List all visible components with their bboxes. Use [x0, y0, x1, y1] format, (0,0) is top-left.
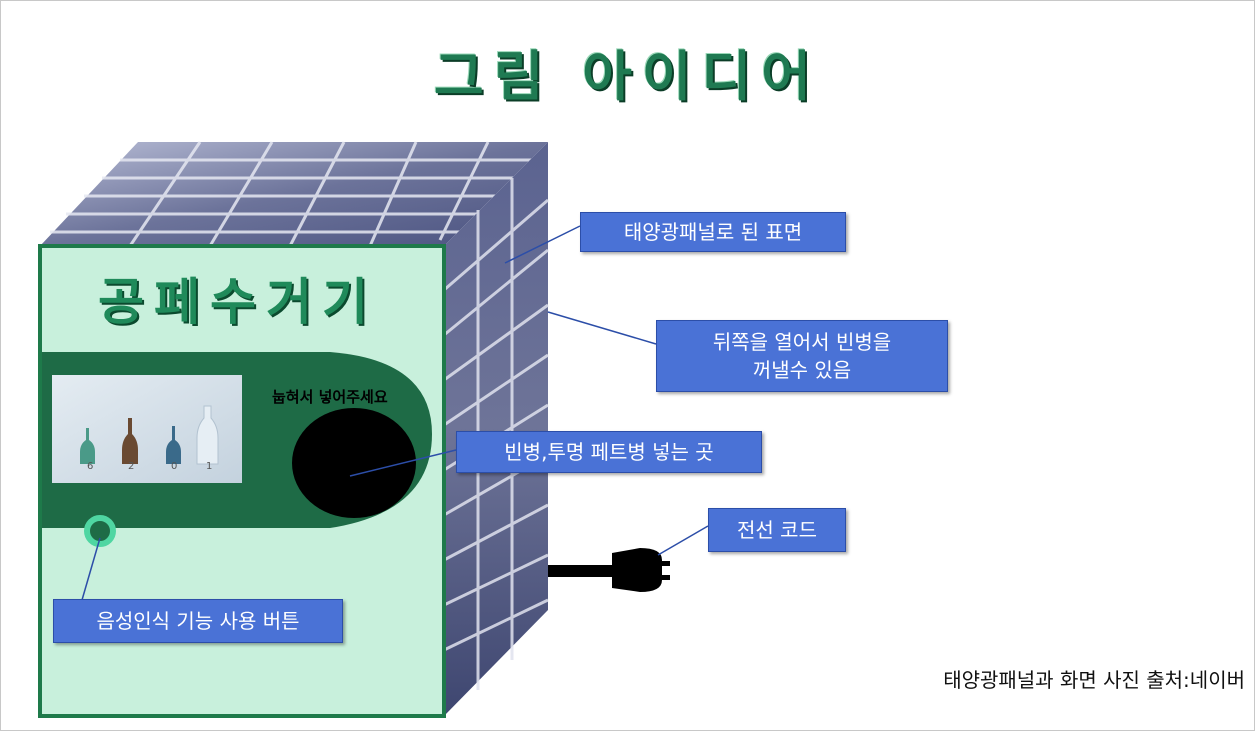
- callout-leaders: [81, 225, 709, 601]
- callout-power-cord: 전선 코드: [708, 508, 846, 552]
- solar-panel-top: [40, 141, 548, 247]
- power-cord: [548, 548, 670, 592]
- callout-back-open-line-2: 꺼낼수 있음: [752, 358, 852, 382]
- callout-back-open: 뒤쪽을 열어서 빈병을 꺼낼수 있음: [656, 320, 948, 392]
- voice-button[interactable]: [84, 515, 116, 547]
- bottle-count-4: 1: [206, 461, 213, 472]
- callout-back-open-line-1: 뒤쪽을 열어서 빈병을: [712, 330, 892, 354]
- bottle-count-3: 0: [171, 461, 178, 472]
- source-credit: 태양광패널과 화면 사진 출처:네이버: [943, 668, 1245, 692]
- bottle-slot[interactable]: [292, 408, 416, 518]
- bottle-count-2: 2: [128, 461, 135, 472]
- bottle-screen: [52, 375, 242, 483]
- slot-instruction: 눕혀서 넣어주세요: [272, 388, 388, 406]
- callout-solar-surface: 태양광패널로 된 표면: [580, 212, 846, 252]
- callout-slot: 빈병,투명 페트병 넣는 곳: [456, 431, 762, 473]
- page-title: 그림 아이디어: [434, 45, 821, 108]
- machine-title: 공페수거기: [98, 273, 378, 331]
- bottle-count-1: 6: [87, 461, 94, 472]
- callout-voice-button: 음성인식 기능 사용 버튼: [53, 599, 343, 643]
